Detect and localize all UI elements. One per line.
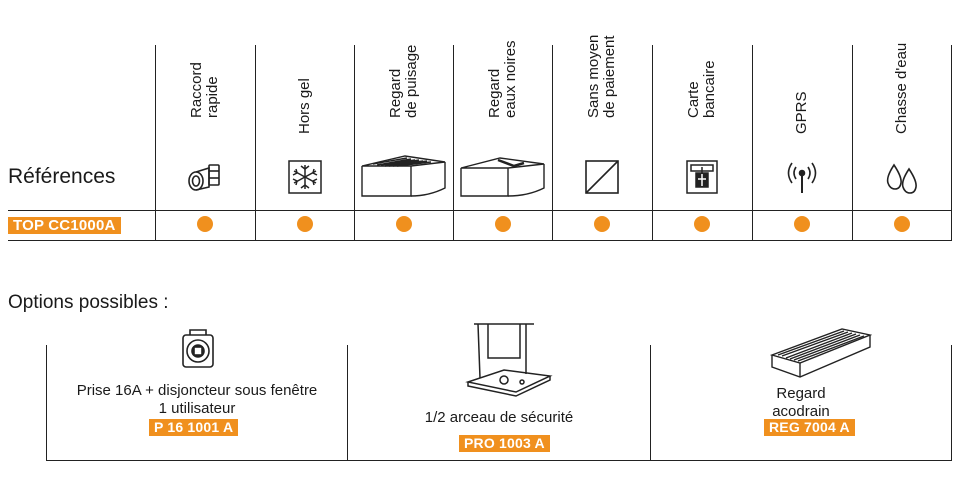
option-separator — [951, 345, 952, 461]
column-header-gprs: GPRS — [752, 42, 852, 150]
drain-channel-icon — [769, 325, 873, 384]
column-separator — [752, 45, 753, 241]
column-separator — [951, 45, 952, 241]
option-label-line1: 1/2 arceau de sécurité — [424, 409, 574, 426]
availability-dot — [297, 216, 313, 232]
drawing-pit-icon — [354, 150, 454, 204]
sewage-pit-icon — [453, 150, 553, 204]
snowflake-icon — [255, 150, 355, 204]
column-label-line1: Hors gel — [296, 78, 313, 134]
column-label-line1: Sans moyen — [585, 34, 602, 118]
availability-dot — [594, 216, 610, 232]
option-separator — [347, 345, 348, 461]
column-label-line2: eaux noires — [502, 40, 519, 118]
availability-dot — [894, 216, 910, 232]
column-label-line2: de paiement — [601, 35, 618, 118]
option-code: PRO 1003 A — [459, 435, 550, 452]
option-code: REG 7004 A — [764, 419, 855, 436]
option-label-line2: 1 utilisateur — [158, 400, 236, 417]
column-label-line2: bancaire — [701, 60, 718, 118]
column-header-hors-gel: Hors gel — [255, 42, 355, 150]
option-separator — [46, 345, 47, 461]
column-separator — [453, 45, 454, 241]
availability-dot — [794, 216, 810, 232]
column-separator — [852, 45, 853, 241]
options-title: Options possibles : — [8, 292, 169, 313]
column-separator — [652, 45, 653, 241]
column-label-line1: Regard — [486, 68, 503, 118]
option-label-line1: Regard — [776, 385, 826, 402]
references-label: Références — [8, 165, 116, 188]
column-label-line2: rapide — [204, 76, 221, 118]
column-label-line1: GPRS — [793, 91, 810, 134]
column-separator — [354, 45, 355, 241]
header-row-divider — [8, 210, 952, 211]
column-label-line1: Chasse d'eau — [893, 42, 910, 134]
bank-card-icon — [652, 150, 752, 204]
no-payment-icon — [552, 150, 652, 204]
availability-dot — [197, 216, 213, 232]
table-bottom-border — [8, 240, 952, 241]
quick-coupler-icon — [155, 150, 255, 204]
column-header-chasse-d-eau: Chasse d'eau — [852, 42, 952, 150]
availability-dot — [495, 216, 511, 232]
column-label-line2: de puisage — [403, 44, 420, 118]
column-separator — [255, 45, 256, 241]
column-label-line1: Carte — [685, 81, 702, 118]
option-separator — [650, 345, 651, 461]
column-separator — [155, 45, 156, 241]
option-code: P 16 1001 A — [149, 419, 239, 436]
gprs-antenna-icon — [752, 150, 852, 204]
reference-code: TOP CC1000A — [8, 217, 121, 234]
option-label-line2: acodrain — [772, 403, 830, 420]
safety-arch-icon — [464, 318, 554, 405]
socket-icon — [180, 327, 216, 376]
options-bottom-border — [46, 460, 952, 461]
column-label-line1: Raccord — [188, 62, 205, 118]
water-drops-icon — [852, 150, 952, 204]
availability-dot — [694, 216, 710, 232]
availability-dot — [396, 216, 412, 232]
column-label-line1: Regard — [387, 68, 404, 118]
column-separator — [552, 45, 553, 241]
option-label-line1: Prise 16A + disjoncteur sous fenêtre — [76, 382, 318, 399]
